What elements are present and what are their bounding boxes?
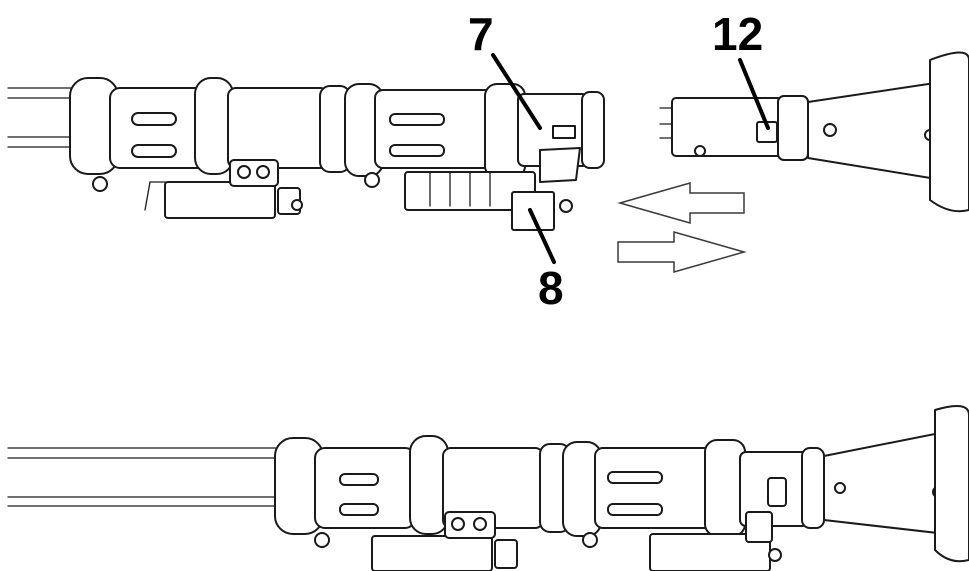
callout-label-12: 12 [712, 8, 763, 60]
top-assembly-separated: 7 12 8 [7, 8, 969, 314]
bottom-clamp-2 [582, 511, 782, 571]
top-connector [659, 51, 969, 213]
callout-7: 7 [468, 8, 542, 130]
bottom-sleeve-1 [274, 435, 544, 535]
callout-label-8: 8 [538, 262, 564, 314]
bottom-sleeve-2 [539, 405, 969, 563]
callout-12: 12 [712, 8, 770, 130]
bottom-assembly-connected [7, 405, 969, 571]
top-sleeve-2 [319, 83, 605, 179]
callout-8: 8 [528, 208, 564, 314]
arrow-right-icon [617, 231, 747, 273]
arrow-left-icon [617, 182, 745, 224]
bottom-shaft [7, 447, 301, 507]
top-clamp-1 [92, 159, 303, 219]
bottom-clamp-1 [314, 511, 518, 571]
top-clamp-2 [364, 147, 581, 231]
direction-arrows [617, 182, 747, 273]
top-sleeve-1 [69, 77, 329, 175]
callout-label-7: 7 [468, 8, 494, 60]
